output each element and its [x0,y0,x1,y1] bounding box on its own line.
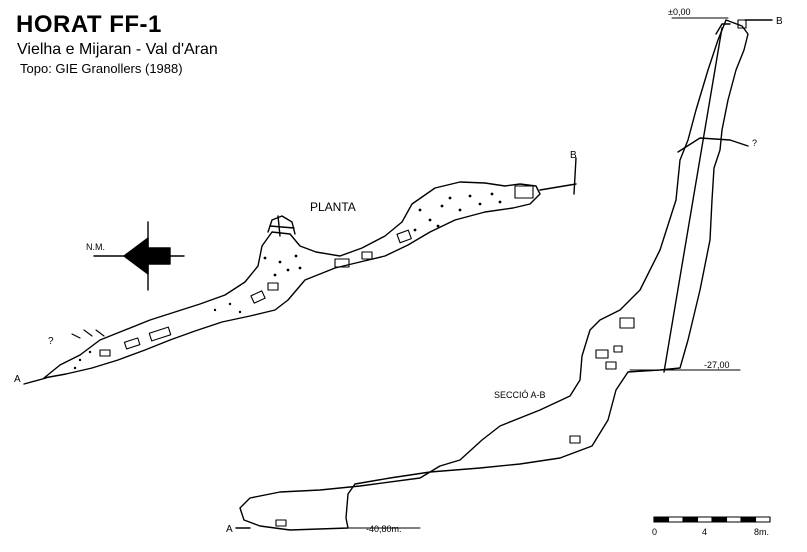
section-cave-outline [239,19,749,531]
scale-tick-4: 4 [702,527,707,537]
north-label: N.M. [86,242,105,252]
section-point-a-label: A [226,524,233,535]
plan-blocks [99,185,534,357]
plan-label: PLANTA [310,200,356,214]
plan-unknown-lead [71,329,105,339]
section-point-b-label: B [776,16,783,27]
plan-rubble-dots [73,192,502,370]
page-title: HORAT FF-1 [16,11,162,38]
section-unknown-mark: ? [752,138,757,148]
plan-point-a-label: A [14,374,21,385]
north-arrow [93,221,185,291]
depth-label-top: ±0,00 [668,7,690,17]
plan-marker-a [23,377,47,385]
section-depth-lines [339,17,741,529]
survey-credit: Topo: GIE Granollers (1988) [20,61,183,76]
section-label: SECCIÓ A-B [494,390,546,400]
plan-marker-b [539,157,577,195]
plan-unknown-mark: ? [48,336,54,347]
location-subtitle: Vielha e Mijaran - Val d'Aran [17,41,218,58]
section-blocks [275,19,747,527]
scale-tick-0: 0 [652,527,657,537]
depth-label-bottom: -40,80m. [366,524,402,534]
plan-cave-outline [43,181,541,379]
plan-point-b-label: B [570,150,577,161]
scale-bar [653,516,771,523]
depth-label-mid: -27,00 [704,360,730,370]
scale-tick-8: 8m. [754,527,769,537]
